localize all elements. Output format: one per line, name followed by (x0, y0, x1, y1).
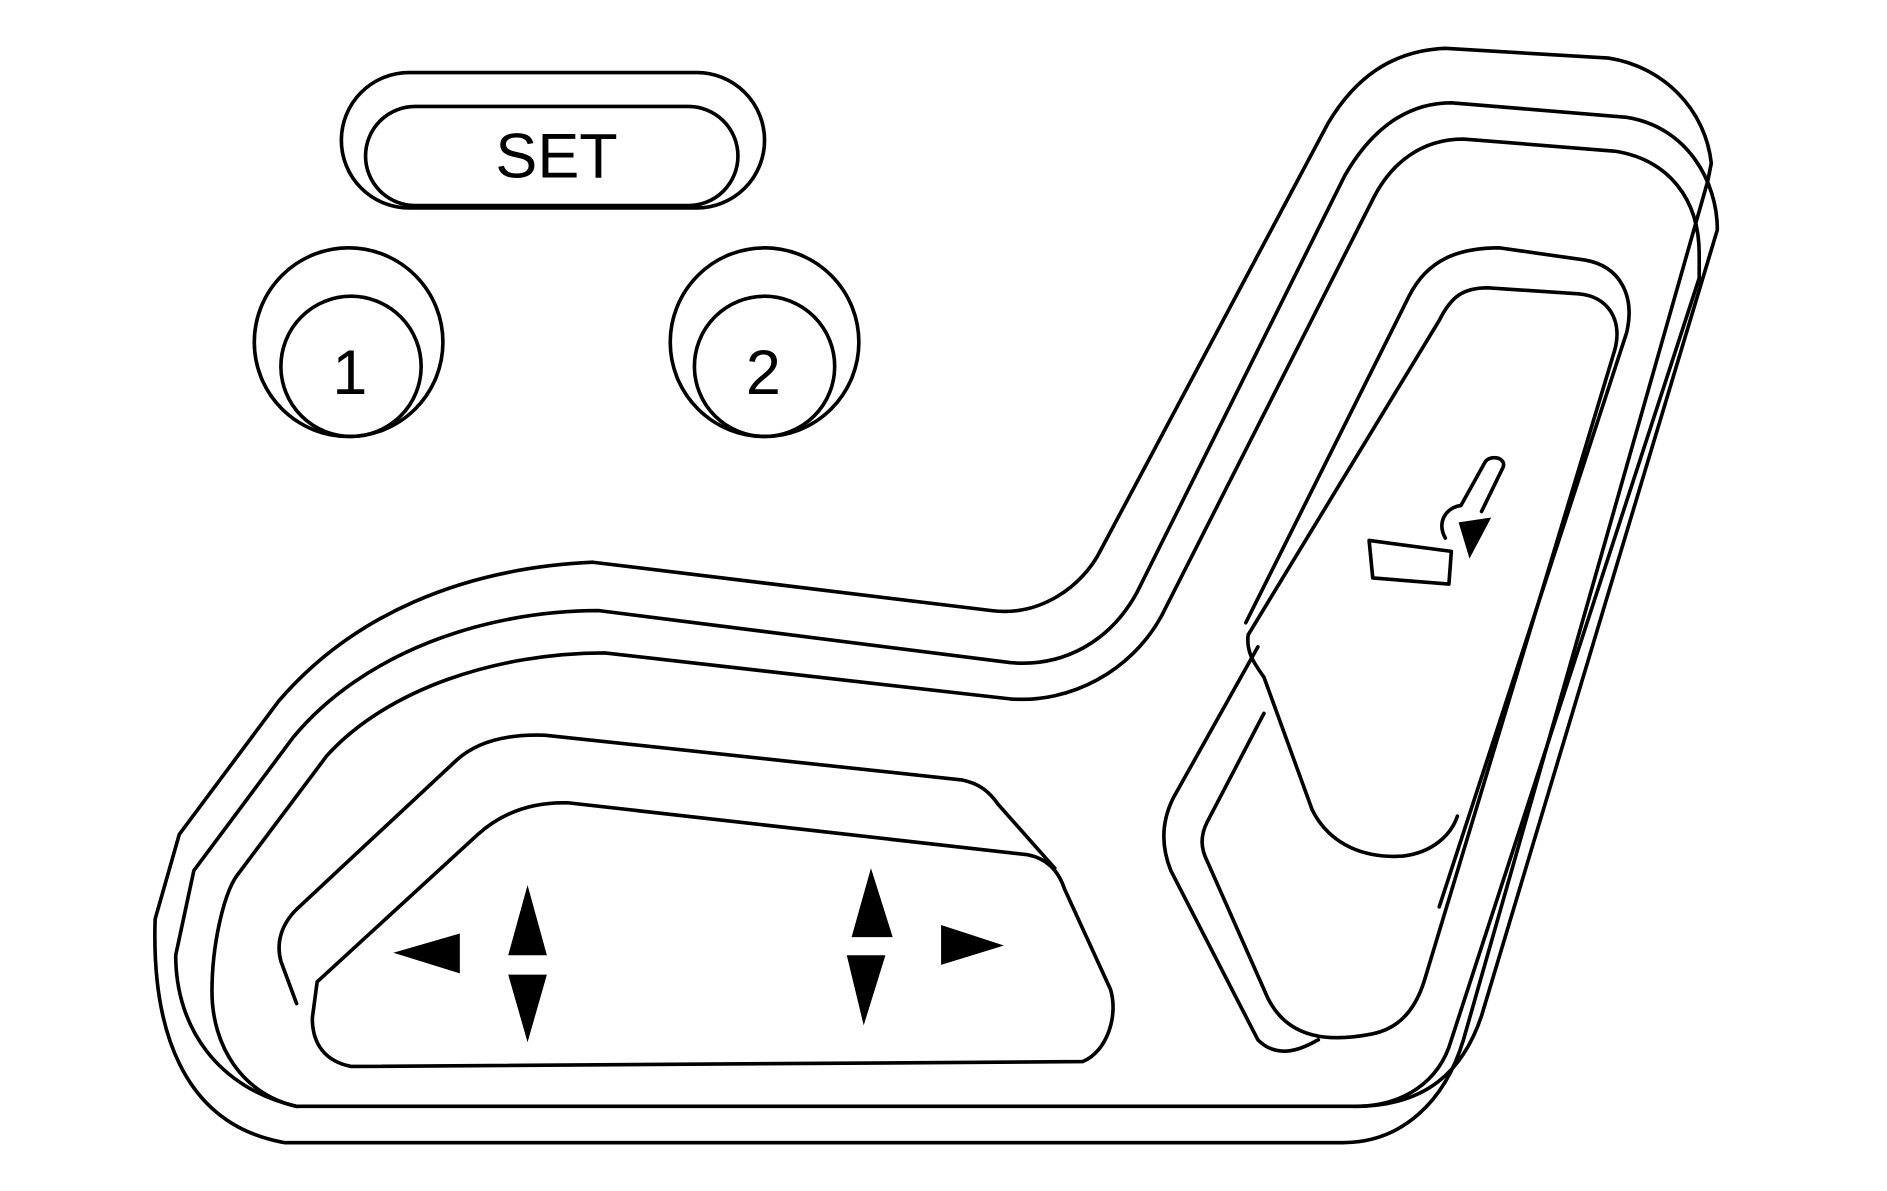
lumbar-icon (1367, 455, 1506, 586)
seat-switch-bezel (153, 46, 1720, 1145)
rear-up-arrow-icon[interactable] (851, 868, 893, 938)
memory-button-2[interactable]: 2 (668, 246, 861, 439)
memory-1-label: 1 (332, 338, 367, 408)
set-button[interactable]: SET (339, 70, 767, 210)
seat-cushion-switch[interactable] (277, 733, 1115, 1069)
set-label: SET (495, 122, 617, 192)
seat-backward-arrow-icon[interactable] (393, 933, 460, 974)
front-down-arrow-icon[interactable] (508, 974, 547, 1043)
seat-forward-arrow-icon[interactable] (941, 924, 1004, 965)
front-up-arrow-icon[interactable] (508, 885, 547, 956)
memory-button-1[interactable]: 1 (252, 246, 445, 439)
rear-down-arrow-icon[interactable] (846, 955, 886, 1026)
memory-2-label: 2 (746, 338, 781, 408)
seatback-recline-switch[interactable] (1162, 246, 1631, 1053)
